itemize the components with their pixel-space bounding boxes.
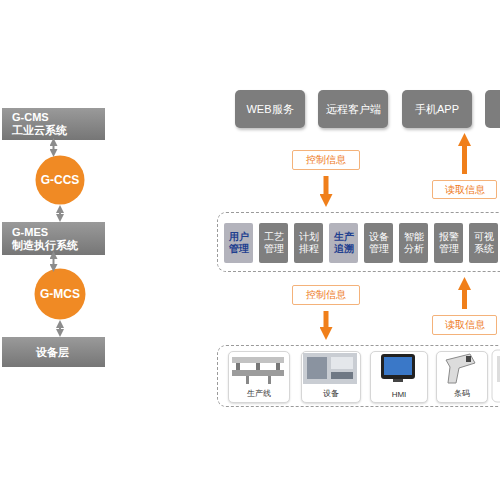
node-text: 计划排程 (298, 231, 319, 255)
module-box: 用户管理 (224, 223, 253, 263)
node-text: WEB服务 (246, 102, 293, 117)
node-text: 生产追溯 (333, 231, 354, 255)
client-box: WEB服务 (235, 90, 305, 128)
flow-arrow (53, 146, 55, 149)
node-text: G-MES (12, 226, 105, 239)
node-text: 工艺管理 (263, 231, 284, 255)
flow-label-box: 控制信息 (292, 285, 360, 305)
node-text: 生产线 (247, 388, 271, 399)
device-image-partial (497, 356, 500, 382)
node-text: 设备 (323, 388, 339, 399)
device-card: 设备 (301, 351, 361, 403)
device-card-partial (492, 350, 500, 402)
flow-arrow (324, 176, 329, 194)
service-circle: G-CCS (35, 155, 85, 205)
node-text: 可视系统 (473, 231, 494, 255)
module-box: 计划排程 (294, 223, 323, 263)
flow-arrow (53, 259, 55, 264)
module-box: 智能分析 (399, 223, 428, 263)
node-text: 控制信息 (306, 153, 346, 167)
module-box: 生产追溯 (329, 223, 358, 263)
node-text: 用户管理 (228, 231, 249, 255)
node-text: G-CMS (12, 111, 105, 124)
node-text: G-MCS (40, 287, 80, 301)
node-text: 条码 (454, 388, 470, 399)
equipment-part (331, 372, 353, 379)
node-text: 制造执行系统 (12, 239, 105, 252)
system-band: G-CMS工业云系统 (2, 108, 105, 140)
conveyor-post (256, 363, 260, 370)
circle-shape (35, 269, 86, 320)
node-text: HMI (392, 390, 407, 399)
flow-label-box: 控制信息 (292, 150, 360, 170)
equipment-part (307, 357, 327, 379)
device-group: 生产线 设备 HMI 条码 (217, 345, 500, 407)
node-text: 报警管理 (438, 231, 459, 255)
node-text: 智能分析 (403, 231, 424, 255)
module-box: 工艺管理 (259, 223, 288, 263)
node-text: 远程客户端 (326, 102, 381, 117)
device-card: 生产线 (228, 351, 290, 403)
scanner-body (446, 354, 475, 383)
node-text: 手机APP (415, 102, 459, 117)
client-box: 远程客户端 (318, 90, 388, 128)
hmi-stand (393, 379, 403, 382)
node-text: 读取信息 (445, 318, 485, 332)
flow-arrow (59, 213, 61, 214)
circle-shape (36, 156, 85, 205)
system-band: G-MES制造执行系统 (2, 222, 105, 255)
scanner-window (466, 356, 471, 362)
conveyor-post (236, 363, 240, 370)
conveyor-rail (232, 370, 284, 376)
flow-label-box: 读取信息 (432, 315, 497, 335)
equipment-photo (303, 353, 357, 384)
hmi-frame (381, 354, 415, 379)
node-text: 控制信息 (306, 288, 346, 302)
flow-arrow (324, 311, 329, 327)
node-text: 设备管理 (368, 231, 389, 255)
flow-label-box: 读取信息 (432, 180, 497, 199)
flow-arrow (462, 146, 467, 174)
module-box: 可视系统 (469, 223, 498, 263)
hmi-screen (384, 357, 412, 375)
module-group: 用户管理工艺管理计划排程生产追溯设备管理智能分析报警管理可视系统 (217, 212, 500, 272)
device-card: 条码 (436, 351, 488, 403)
layer-band: 设备层 (2, 337, 105, 367)
module-box: 报警管理 (434, 223, 463, 263)
node-text: 设备层 (36, 346, 105, 359)
node-text: 工业云系统 (12, 124, 105, 137)
flow-arrow (59, 328, 61, 329)
node-text: 读取信息 (445, 183, 485, 197)
client-box-partial (485, 90, 500, 128)
equipment-part (331, 357, 353, 369)
conveyor-post (276, 363, 280, 370)
conveyor-rail (232, 357, 284, 363)
node-text: G-CCS (41, 173, 80, 187)
module-box: 设备管理 (364, 223, 393, 263)
conveyor-leg (268, 376, 271, 384)
client-box: 手机APP (402, 90, 472, 128)
service-circle: G-MCS (34, 268, 86, 320)
device-card: HMI (370, 351, 428, 403)
flow-arrow (462, 290, 467, 309)
conveyor-leg (246, 376, 249, 384)
